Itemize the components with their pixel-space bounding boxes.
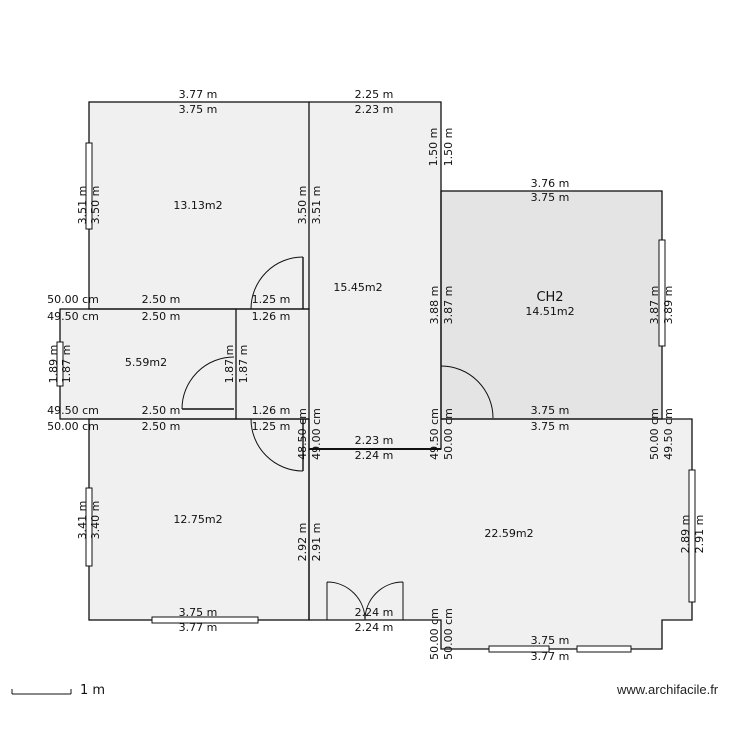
dim-label: 48.50 cm: [296, 408, 309, 460]
dim-label: 3.77 m: [531, 650, 570, 663]
room-area-top-left: 13.13m2: [173, 199, 222, 212]
dim-label: 49.50 cm: [47, 310, 99, 323]
window-bottom-left[interactable]: [85, 487, 93, 567]
dim-label: 1.89 m: [47, 345, 60, 384]
dim-label: 1.87 m: [223, 345, 236, 384]
dim-label: 1.26 m: [252, 404, 291, 417]
door-double-left[interactable]: [326, 581, 366, 621]
dim-label: 3.41 m: [76, 501, 89, 540]
windows: [56, 142, 696, 653]
dim-label: 2.92 m: [296, 523, 309, 562]
dim-label: 1.50 m: [442, 128, 455, 167]
dim-label: 1.87 m: [60, 345, 73, 384]
dim-label: 1.26 m: [252, 310, 291, 323]
dim-label: 50.00 cm: [428, 608, 441, 660]
dim-label: 50.00 cm: [47, 293, 99, 306]
room-bottom-right-fill[interactable]: [309, 419, 692, 649]
dim-label: 3.40 m: [89, 501, 102, 540]
dim-label: 50.00 cm: [47, 420, 99, 433]
watermark[interactable]: www.archifacile.fr: [617, 682, 719, 697]
dim-label: 1.50 m: [427, 128, 440, 167]
scale-label: 1 m: [80, 683, 106, 698]
dim-label: 49.50 cm: [428, 408, 441, 460]
dim-label: 3.87 m: [442, 286, 455, 325]
room-top-left-fill[interactable]: [89, 102, 309, 309]
dim-label: 3.75 m: [531, 191, 570, 204]
door-double-right[interactable]: [364, 581, 404, 621]
dim-label: 2.91 m: [310, 523, 323, 562]
door-bottom-left[interactable]: [250, 418, 304, 472]
window-ch2[interactable]: [658, 239, 666, 347]
dim-label: 1.25 m: [252, 420, 291, 433]
dim-label: 3.76 m: [531, 177, 570, 190]
dim-label: 2.50 m: [142, 420, 181, 433]
room-labels: 13.13m2 15.45m2 CH2 14.51m2 5.59m2 12.75…: [125, 199, 575, 540]
dim-label: 3.77 m: [179, 621, 218, 634]
room-name-ch2: CH2: [536, 290, 563, 305]
dim-label: 49.50 cm: [662, 408, 675, 460]
dim-label: 2.24 m: [355, 621, 394, 634]
dim-label: 3.50 m: [296, 186, 309, 225]
dim-label: 2.23 m: [355, 434, 394, 447]
room-area-small: 5.59m2: [125, 356, 167, 369]
window-bottom-left-bottom[interactable]: [151, 616, 259, 624]
dim-label: 49.00 cm: [310, 408, 323, 460]
room-area-bottom-left: 12.75m2: [173, 513, 222, 526]
dim-label: 50.00 cm: [648, 408, 661, 460]
dimension-labels: 3.77 m 3.75 m 2.25 m 2.23 m 1.50 m 1.50 …: [47, 88, 706, 663]
door-top-left[interactable]: [250, 256, 304, 310]
dim-label: 50.00 cm: [442, 408, 455, 460]
dim-label: 3.77 m: [179, 88, 218, 101]
dim-label: 3.89 m: [662, 286, 675, 325]
dim-label: 3.75 m: [531, 404, 570, 417]
dim-label: 2.50 m: [142, 310, 181, 323]
window-small[interactable]: [56, 341, 64, 387]
room-hall-fill[interactable]: [236, 102, 441, 449]
dim-label: 3.75 m: [179, 606, 218, 619]
room-area-bottom-right: 22.59m2: [484, 527, 533, 540]
door-ch2[interactable]: [440, 365, 494, 419]
dim-label: 2.23 m: [355, 103, 394, 116]
dim-label: 2.89 m: [679, 515, 692, 554]
door-small[interactable]: [181, 356, 235, 410]
room-area-ch2: 14.51m2: [525, 305, 574, 318]
dim-label: 1.87 m: [237, 345, 250, 384]
room-bottom-left-fill[interactable]: [89, 419, 309, 620]
scale-bar: [11, 689, 72, 695]
dim-label: 3.51 m: [310, 186, 323, 225]
dim-label: 1.25 m: [252, 293, 291, 306]
dim-label: 3.50 m: [89, 186, 102, 225]
dim-label: 2.50 m: [142, 404, 181, 417]
dim-label: 49.50 cm: [47, 404, 99, 417]
window-bottom-right-bottom-2[interactable]: [576, 645, 632, 653]
wall-bottom-right: [309, 418, 693, 650]
doors: [181, 256, 494, 621]
window-top-left[interactable]: [85, 142, 93, 230]
dim-label: 3.75 m: [179, 103, 218, 116]
room-area-hall: 15.45m2: [333, 281, 382, 294]
dim-label: 3.75 m: [531, 420, 570, 433]
dim-label: 3.87 m: [648, 286, 661, 325]
dim-label: 2.24 m: [355, 606, 394, 619]
window-bottom-right-bottom-1[interactable]: [488, 645, 550, 653]
dim-label: 3.75 m: [531, 634, 570, 647]
dim-label: 50.00 cm: [442, 608, 455, 660]
room-small-fill[interactable]: [60, 309, 236, 419]
window-bottom-right[interactable]: [688, 469, 696, 603]
dim-label: 2.91 m: [693, 515, 706, 554]
dim-label: 3.88 m: [428, 286, 441, 325]
dim-label: 2.50 m: [142, 293, 181, 306]
dim-label: 2.25 m: [355, 88, 394, 101]
dim-label: 3.51 m: [76, 186, 89, 225]
dim-label: 2.24 m: [355, 449, 394, 462]
